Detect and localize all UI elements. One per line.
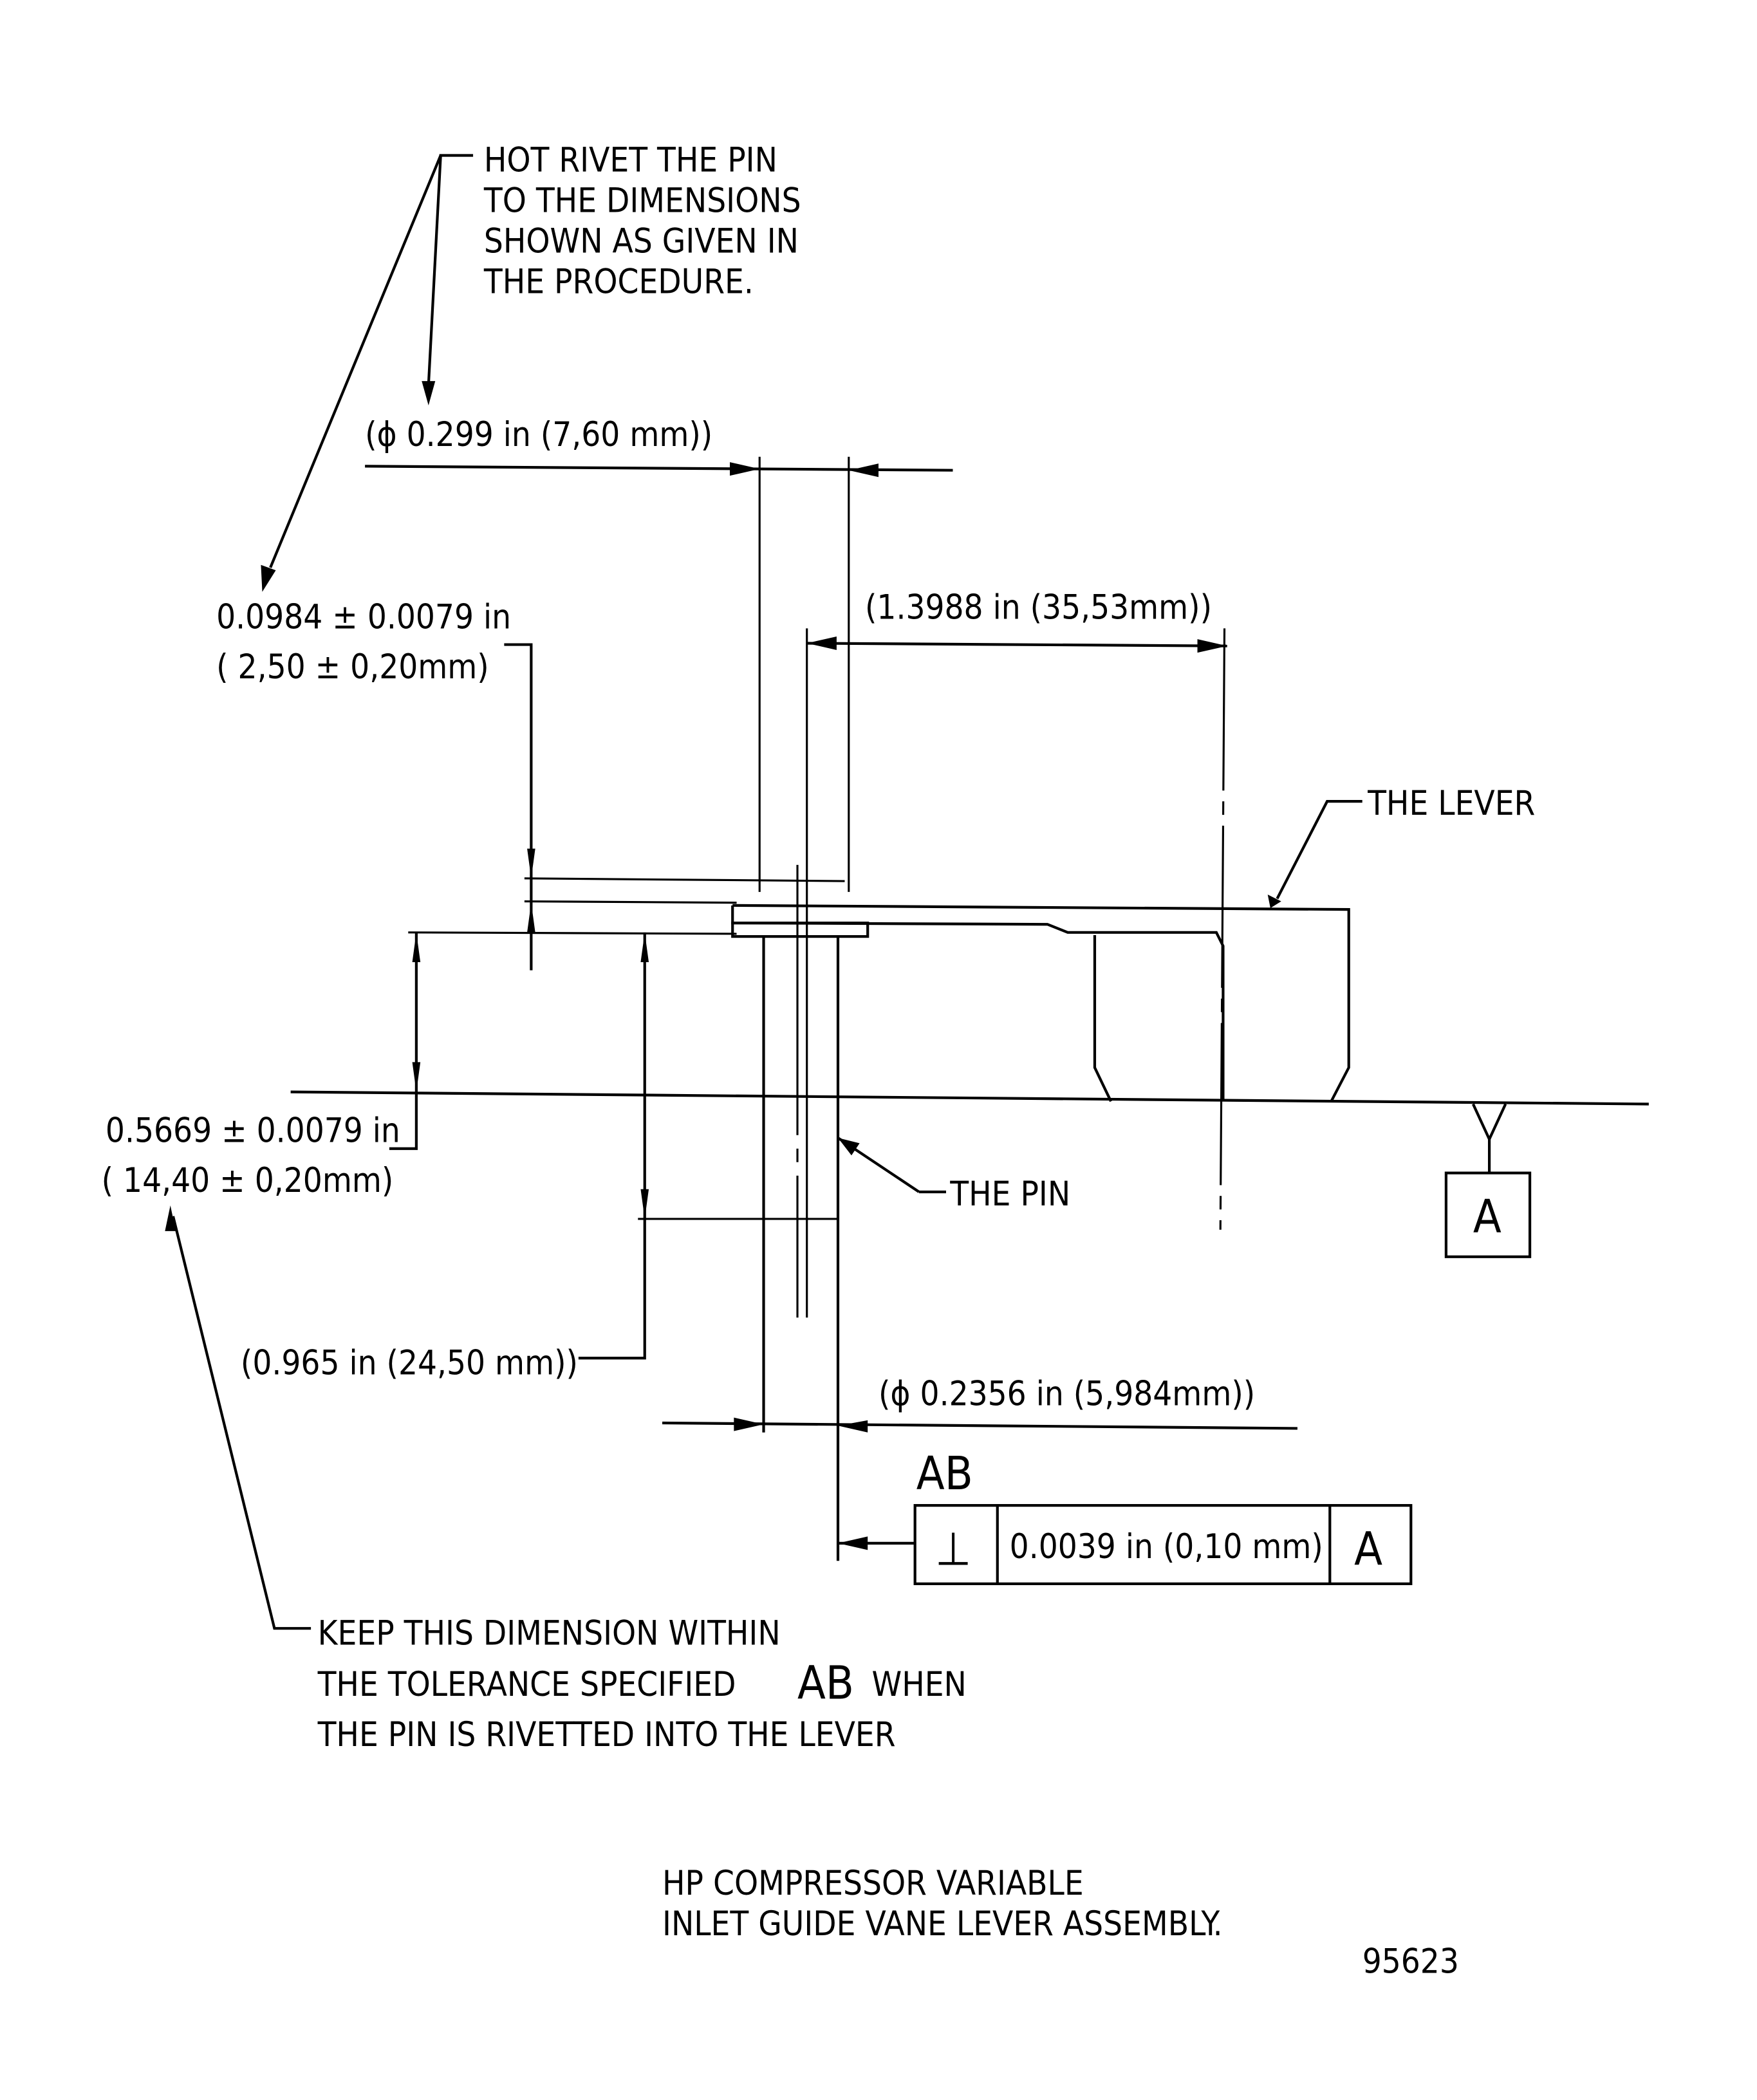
pin-label: THE PIN bbox=[949, 1175, 1070, 1214]
drawing-title: INLET GUIDE VANE LEVER ASSEMBLY. bbox=[662, 1904, 1223, 1944]
dim-pin-length: (0.965 in (24,50 mm)) bbox=[241, 1343, 578, 1382]
dim-height-in: 0.5669 ± 0.0079 in bbox=[106, 1111, 400, 1150]
ext-line bbox=[408, 931, 737, 935]
note-line: HOT RIVET THE PIN bbox=[484, 141, 777, 180]
pin bbox=[731, 864, 869, 1561]
dim-line bbox=[662, 1421, 1297, 1430]
centerline bbox=[1219, 628, 1226, 1230]
dim-pin-diameter: (ϕ 0.2356 in (5,984mm)) bbox=[879, 1375, 1255, 1414]
arrowhead bbox=[838, 1536, 868, 1550]
arrowhead bbox=[527, 902, 535, 933]
arrowhead bbox=[730, 462, 760, 476]
arrowhead bbox=[1197, 639, 1227, 653]
arrowhead bbox=[165, 1205, 176, 1231]
arrowhead bbox=[527, 848, 535, 878]
arrowhead bbox=[640, 1189, 649, 1219]
arrowhead bbox=[422, 381, 436, 405]
ext-line bbox=[524, 877, 845, 882]
ext-line bbox=[524, 900, 737, 904]
dim-line bbox=[365, 465, 760, 470]
leader-line bbox=[578, 932, 646, 1360]
perpendicularity-icon: ⊥ bbox=[935, 1523, 971, 1576]
note-keep-dimension: KEEP THIS DIMENSION WITHIN THE TOLERANCE… bbox=[317, 1613, 967, 1754]
leader-line bbox=[1276, 800, 1362, 900]
lever bbox=[731, 904, 1350, 1102]
datum-triangle bbox=[1471, 1103, 1507, 1143]
note-line: KEEP THIS DIMENSION WITHIN bbox=[318, 1613, 781, 1653]
drawing-title: HP COMPRESSOR VARIABLE bbox=[662, 1864, 1084, 1903]
figure-number: 95623 bbox=[1362, 1942, 1459, 1982]
datum-line bbox=[290, 1090, 1649, 1106]
arrowhead bbox=[734, 1417, 764, 1431]
leader-line bbox=[171, 1216, 311, 1630]
arrowhead bbox=[412, 1062, 421, 1092]
arrowhead bbox=[1267, 895, 1281, 909]
leader-line bbox=[269, 154, 442, 568]
dim-head-height-mm: ( 2,50 ± 0,20mm) bbox=[216, 647, 489, 687]
arrowhead bbox=[838, 1137, 860, 1156]
note-line: THE PROCEDURE. bbox=[483, 263, 754, 302]
note-line: SHOWN AS GIVEN IN bbox=[484, 222, 799, 261]
lever-label: THE LEVER bbox=[1367, 784, 1535, 823]
arrowhead bbox=[838, 1420, 868, 1433]
note-ab: AB bbox=[797, 1656, 854, 1709]
note-line: THE TOLERANCE SPECIFIED bbox=[317, 1665, 736, 1704]
dim-height-mm: ( 14,40 ± 0,20mm) bbox=[102, 1161, 394, 1200]
datum-box bbox=[1444, 1171, 1532, 1258]
note-line: TO THE DIMENSIONS bbox=[483, 181, 801, 221]
leader-line bbox=[504, 643, 533, 971]
dim-head-diameter: (ϕ 0.299 in (7,60 mm)) bbox=[365, 415, 712, 454]
leader-line bbox=[427, 154, 474, 386]
arrowhead bbox=[806, 636, 837, 650]
feature-control-frame: ⊥ 0.0039 in (0,10 mm) A bbox=[913, 1504, 1413, 1585]
fcf-datum: A bbox=[1354, 1523, 1382, 1576]
fcf-tolerance: 0.0039 in (0,10 mm) bbox=[1010, 1527, 1323, 1566]
dim-length: (1.3988 in (35,53mm)) bbox=[865, 588, 1212, 627]
arrowhead bbox=[640, 932, 649, 963]
datum-label: A bbox=[1473, 1190, 1501, 1243]
arrowhead bbox=[261, 564, 276, 592]
note-hot-rivet: HOT RIVET THE PIN TO THE DIMENSIONS SHOW… bbox=[261, 141, 801, 592]
note-line: THE PIN IS RIVETTED INTO THE LEVER bbox=[317, 1715, 896, 1754]
dim-line bbox=[806, 642, 1227, 647]
tolerance-ref-label: AB bbox=[916, 1447, 973, 1500]
arrowhead bbox=[412, 932, 421, 963]
note-line: WHEN bbox=[872, 1665, 967, 1704]
dim-head-height-in: 0.0984 ± 0.0079 in bbox=[216, 597, 511, 637]
leader-line bbox=[389, 932, 418, 1150]
arrowhead bbox=[848, 463, 879, 478]
